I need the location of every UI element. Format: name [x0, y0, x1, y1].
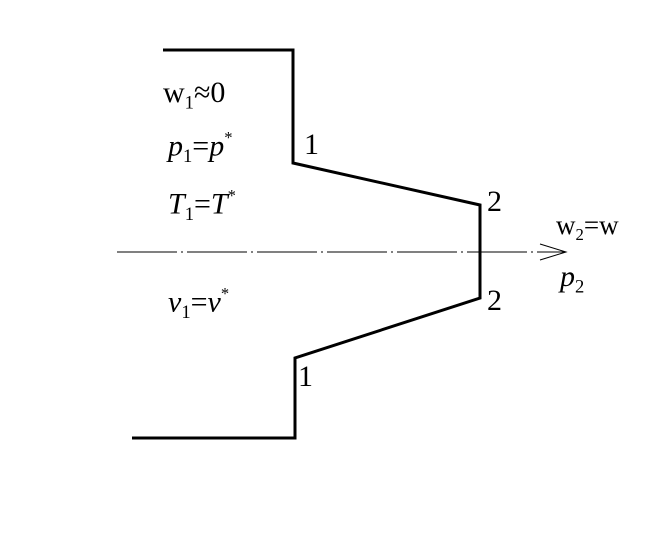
- flow-arrow-head: [539, 243, 568, 261]
- section-2-lower-label: 2: [487, 284, 502, 317]
- inlet-temperature-label: T1=T*: [168, 186, 236, 225]
- lower-nozzle-wall: [132, 252, 482, 440]
- section-2-upper-label: 2: [487, 185, 502, 218]
- inlet-velocity-label: w1≈0: [163, 76, 226, 114]
- section-1-lower-label: 1: [298, 360, 313, 393]
- section-1-upper-label: 1: [304, 128, 319, 161]
- inlet-specific-volume-label: v1=v*: [168, 284, 230, 323]
- inlet-pressure-label: p1=p*: [168, 128, 233, 167]
- outlet-pressure-label: p2: [560, 260, 585, 298]
- upper-nozzle-wall: [163, 48, 482, 252]
- outlet-velocity-label: w2=w: [556, 210, 619, 244]
